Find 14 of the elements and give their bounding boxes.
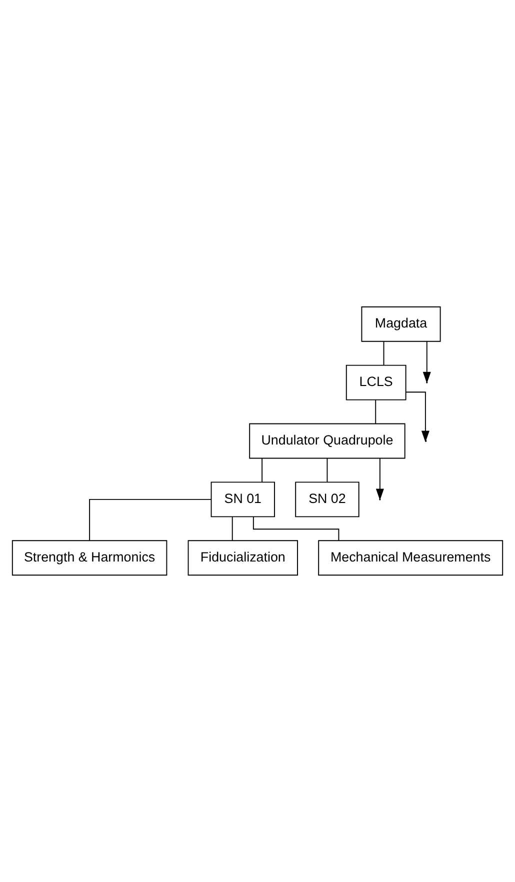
node-box: SN 01 (210, 482, 275, 518)
node-box: Magdata (361, 306, 441, 342)
node-box: SN 02 (295, 482, 360, 518)
connector (375, 400, 376, 424)
connector (326, 458, 328, 482)
node-box: Fiducialization (188, 540, 298, 576)
connector (383, 341, 384, 366)
node-box: LCLS (346, 364, 406, 400)
node-box: Mechanical Measurements (318, 540, 504, 576)
connector (89, 498, 212, 541)
node-box: Strength & Harmonics (12, 540, 168, 576)
connector (232, 516, 233, 541)
connector (262, 458, 263, 482)
node-box: Undulator Quadrupole (249, 423, 406, 459)
